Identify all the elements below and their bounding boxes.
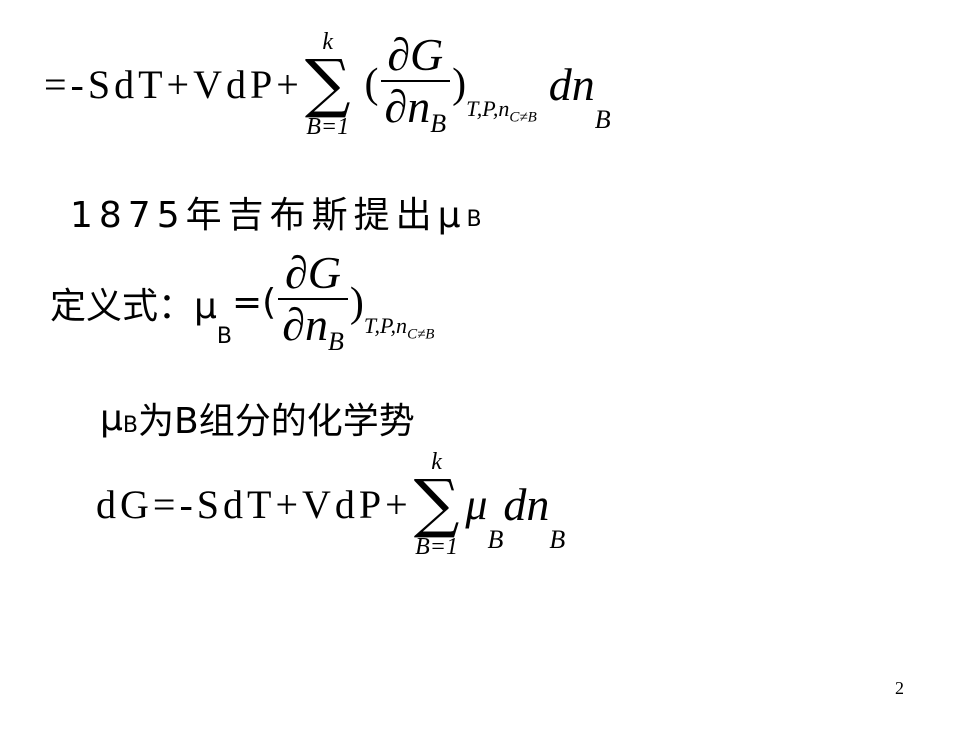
def-close-paren: ) <box>349 279 364 326</box>
chemical-potential-line: μ B 为B组分的化学势 <box>100 392 415 444</box>
eq1-frac-den: ∂nB <box>384 80 447 138</box>
eq1-open-paren: ( <box>364 61 379 108</box>
eq1-sum-lower: B=1 <box>306 113 350 140</box>
def-frac-den-sub: B <box>327 327 344 357</box>
sigma-icon: ∑ <box>413 467 460 541</box>
eq2-dn: dn <box>503 478 550 530</box>
eq1-summation: k ∑ B=1 <box>305 30 351 139</box>
eq1-condition: T,P,nC≠B <box>466 96 537 126</box>
def-frac-den: ∂nB <box>282 299 344 357</box>
eq2-dn-sub: B <box>549 524 566 554</box>
definition-label-sub: B <box>216 324 232 350</box>
eq1-dn: dn <box>548 58 595 110</box>
gibbs-mu-sub: B <box>466 207 482 232</box>
eq1-lhs: =-SdT+VdP+ <box>44 61 303 107</box>
def-frac-bar <box>278 298 348 300</box>
equation-2: dG=-SdT+VdP+ k ∑ B=1 μ B dn B <box>96 450 565 559</box>
chem-mu: μ <box>100 397 123 439</box>
eq2-mu-sub: B <box>487 524 504 554</box>
page-number: 2 <box>895 678 904 698</box>
def-cond-sub: C≠B <box>407 326 435 343</box>
eq1-dn-sub: B <box>594 104 611 134</box>
eq2-lhs: dG=-SdT+VdP+ <box>96 481 412 527</box>
eq1-frac-den-sub: B <box>430 108 447 138</box>
chem-text: 为B组分的化学势 <box>138 401 415 442</box>
def-frac-num: ∂G <box>285 247 341 298</box>
eq1-cond-sub: C≠B <box>509 109 537 126</box>
definition-eq: =( <box>232 282 277 324</box>
sigma-icon: ∑ <box>304 47 351 121</box>
equation-1: =-SdT+VdP+ k ∑ B=1 ( ∂G ∂nB ) T,P,nC≠B d… <box>44 30 611 139</box>
eq2-sum-upper: k <box>431 449 442 475</box>
eq1-fraction: ∂G ∂nB <box>380 28 451 138</box>
definition-line: 定义式：μ B =( ∂G ∂nB ) T,P,nC≠B <box>50 250 434 355</box>
gibbs-text: 1875年吉布斯提出μ <box>70 195 467 236</box>
def-condition: T,P,nC≠B <box>363 312 435 343</box>
eq1-close-paren: ) <box>452 61 467 108</box>
def-fraction: ∂G ∂nB <box>278 250 348 355</box>
eq2-mu: μ <box>465 479 488 529</box>
definition-label: 定义式：μ <box>50 285 217 327</box>
eq2-summation: k ∑ B=1 <box>414 450 460 559</box>
line-gibbs-1875: 1875年吉布斯提出μ B <box>70 186 482 238</box>
eq1-frac-bar <box>380 79 451 82</box>
eq2-sum-lower: B=1 <box>415 533 458 560</box>
chem-mu-sub: B <box>122 413 138 438</box>
eq1-sum-upper: k <box>322 29 333 55</box>
eq1-frac-num: ∂G <box>387 28 444 80</box>
